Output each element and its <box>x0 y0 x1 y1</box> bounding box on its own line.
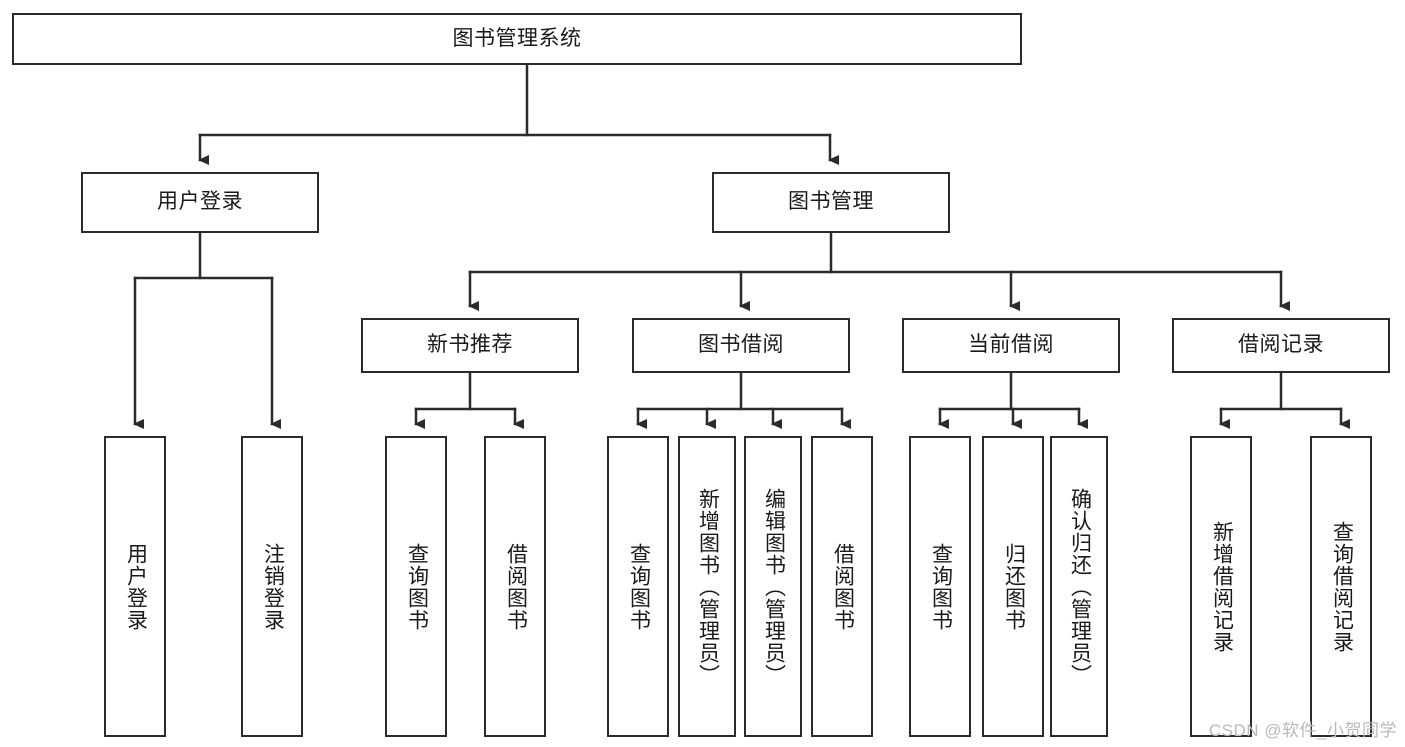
node-borrow-record-label: 借阅记录 <box>1238 333 1324 357</box>
node-leaf-logout-login-label: 注销登录 <box>261 542 285 631</box>
node-leaf-query-book-current[interactable]: 查询图书 <box>909 436 971 737</box>
node-book-manage-label: 图书管理 <box>788 190 874 214</box>
node-leaf-return-book-label: 归还图书 <box>1002 542 1026 631</box>
node-book-borrow-label: 图书借阅 <box>698 333 784 357</box>
node-user-login[interactable]: 用户登录 <box>81 172 319 233</box>
node-leaf-borrow-book[interactable]: 借阅图书 <box>811 436 873 737</box>
node-new-book-recommend[interactable]: 新书推荐 <box>361 318 579 373</box>
node-leaf-query-book-borrow[interactable]: 查询图书 <box>607 436 669 737</box>
node-leaf-add-book-admin-label: 新增图书（管理员） <box>696 487 720 686</box>
node-current-borrow[interactable]: 当前借阅 <box>902 318 1120 373</box>
node-leaf-user-login[interactable]: 用户登录 <box>104 436 166 737</box>
node-leaf-logout-login[interactable]: 注销登录 <box>241 436 303 737</box>
node-book-borrow[interactable]: 图书借阅 <box>632 318 850 373</box>
node-leaf-add-book-admin[interactable]: 新增图书（管理员） <box>678 436 736 737</box>
node-book-manage[interactable]: 图书管理 <box>712 172 950 233</box>
node-root-label: 图书管理系统 <box>452 26 582 50</box>
node-leaf-edit-book-admin[interactable]: 编辑图书（管理员） <box>744 436 802 737</box>
node-leaf-query-book-new[interactable]: 查询图书 <box>385 436 447 737</box>
node-leaf-return-book[interactable]: 归还图书 <box>982 436 1044 737</box>
node-leaf-query-borrow-record-label: 查询借阅记录 <box>1330 520 1354 653</box>
node-leaf-edit-book-admin-label: 编辑图书（管理员） <box>762 487 786 686</box>
node-leaf-borrow-book-new-label: 借阅图书 <box>504 542 528 631</box>
node-leaf-query-book-borrow-label: 查询图书 <box>627 542 651 631</box>
node-leaf-user-login-label: 用户登录 <box>124 542 148 631</box>
node-borrow-record[interactable]: 借阅记录 <box>1172 318 1390 373</box>
watermark-credit: CSDN @软件_小贺同学 <box>1208 721 1397 740</box>
node-leaf-add-borrow-record-label: 新增借阅记录 <box>1210 520 1234 653</box>
node-leaf-query-book-current-label: 查询图书 <box>929 542 953 631</box>
node-root[interactable]: 图书管理系统 <box>12 13 1022 65</box>
node-leaf-add-borrow-record[interactable]: 新增借阅记录 <box>1190 436 1252 737</box>
node-user-login-label: 用户登录 <box>157 190 243 214</box>
node-leaf-query-book-new-label: 查询图书 <box>405 542 429 631</box>
node-leaf-confirm-return-admin-label: 确认归还（管理员） <box>1068 487 1092 686</box>
node-leaf-query-borrow-record[interactable]: 查询借阅记录 <box>1310 436 1372 737</box>
node-leaf-borrow-book-new[interactable]: 借阅图书 <box>484 436 546 737</box>
node-current-borrow-label: 当前借阅 <box>968 333 1054 357</box>
node-leaf-borrow-book-label: 借阅图书 <box>831 542 855 631</box>
node-new-book-recommend-label: 新书推荐 <box>427 333 513 357</box>
node-leaf-confirm-return-admin[interactable]: 确认归还（管理员） <box>1050 436 1108 737</box>
